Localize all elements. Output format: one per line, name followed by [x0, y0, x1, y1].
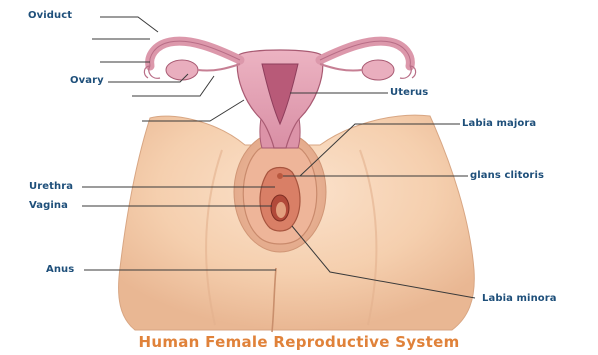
- label-labia-majora: Labia majora: [462, 118, 536, 129]
- label-uterus: Uterus: [390, 87, 428, 98]
- extra-leader-line-3: [132, 76, 214, 96]
- diagram-caption: Human Female Reproductive System: [0, 333, 598, 351]
- vulva-region: [234, 132, 326, 252]
- label-anus: Anus: [46, 264, 74, 275]
- label-oviduct: Oviduct: [28, 10, 72, 21]
- label-glans-clitoris: glans clitoris: [470, 170, 544, 181]
- label-urethra: Urethra: [29, 181, 73, 192]
- label-ovary: Ovary: [70, 75, 104, 86]
- label-labia-minora: Labia minora: [482, 293, 557, 304]
- oviduct-leader-line: [100, 17, 158, 32]
- label-vagina: Vagina: [29, 200, 68, 211]
